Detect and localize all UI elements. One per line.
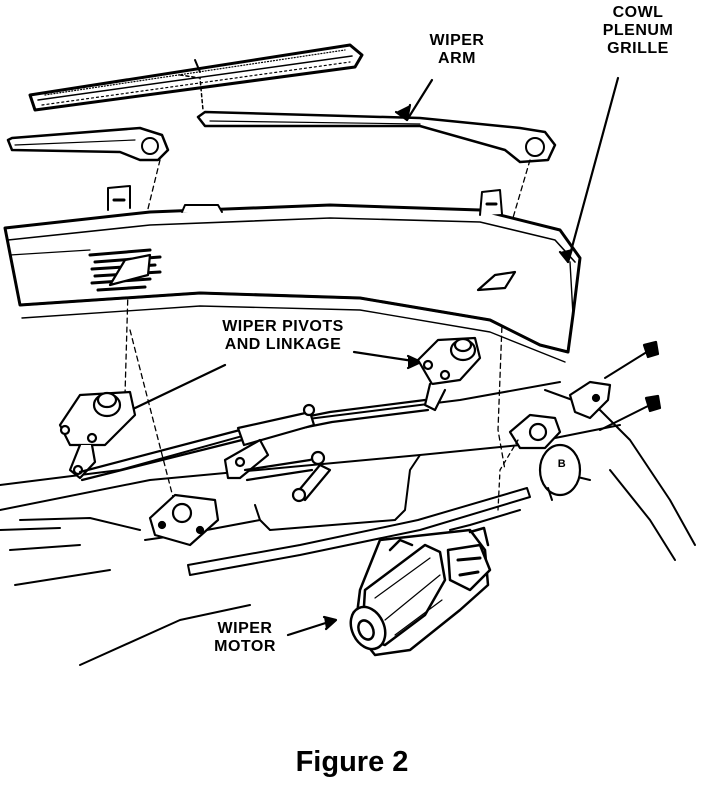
cowl-plenum-grille (3, 185, 582, 363)
wiper-arm-right (196, 110, 557, 164)
wiper-arm-label-line2: ARM (438, 49, 476, 67)
wiper-pivots-and-linkage-label: WIPER PIVOTS AND LINKAGE (178, 318, 388, 354)
pivot-right (416, 336, 482, 412)
pivots-label-line2: AND LINKAGE (224, 335, 342, 353)
cowl-label-line2: PLENUM (602, 21, 674, 39)
wiper-motor-label: WIPER MOTOR (190, 620, 300, 656)
callout-letter-b: B (557, 458, 567, 470)
mounting-plate-left (148, 493, 220, 547)
pivots-label-line1: WIPER PIVOTS (222, 318, 344, 335)
figure-caption: Figure 2 (295, 746, 409, 778)
alignment-lines (124, 159, 531, 506)
linkage-rods (78, 398, 430, 503)
cowl-plenum-grille-label: COWL PLENUM GRILLE (578, 4, 698, 58)
cowl-label-line1: COWL (612, 4, 664, 21)
wiper-arm-label: WIPER ARM (402, 32, 512, 68)
bracket-right (497, 340, 662, 511)
wiper-blade (28, 43, 364, 112)
wiper-motor (349, 526, 492, 657)
motor-label-line1: WIPER (217, 620, 273, 637)
motor-label-line2: MOTOR (214, 637, 276, 655)
wiper-arm-left (6, 126, 170, 162)
pivot-left (58, 390, 137, 480)
wiper-arm-label-line1: WIPER (429, 32, 485, 49)
cowl-label-line3: GRILLE (607, 39, 669, 57)
